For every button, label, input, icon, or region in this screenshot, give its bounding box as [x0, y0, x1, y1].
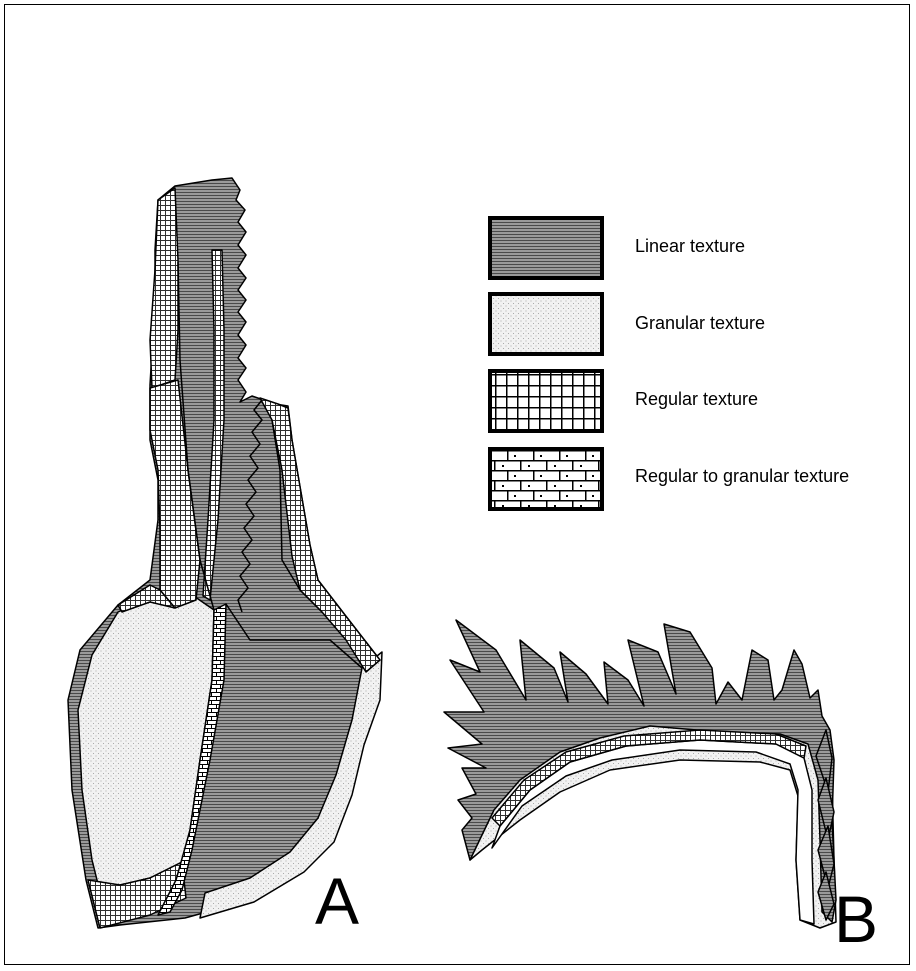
- specimen-a-regular-band-upper: [150, 188, 178, 388]
- legend-swatch-regular-to-granular: [490, 449, 602, 509]
- specimen-b-body: [444, 620, 836, 922]
- legend-label-granular: Granular texture: [635, 313, 765, 334]
- legend-swatch-linear: [490, 218, 602, 278]
- legend-label-linear: Linear texture: [635, 236, 745, 257]
- legend-label-regular-to-granular: Regular to granular texture: [635, 466, 849, 487]
- legend-label-regular: Regular texture: [635, 389, 758, 410]
- legend-swatch-granular: [490, 294, 602, 354]
- panel-label-b: B: [834, 886, 878, 952]
- panel-label-a: A: [315, 868, 359, 934]
- legend: [490, 218, 602, 509]
- legend-swatch-regular: [490, 371, 602, 431]
- specimen-b: [444, 620, 836, 928]
- specimen-a: [68, 178, 382, 928]
